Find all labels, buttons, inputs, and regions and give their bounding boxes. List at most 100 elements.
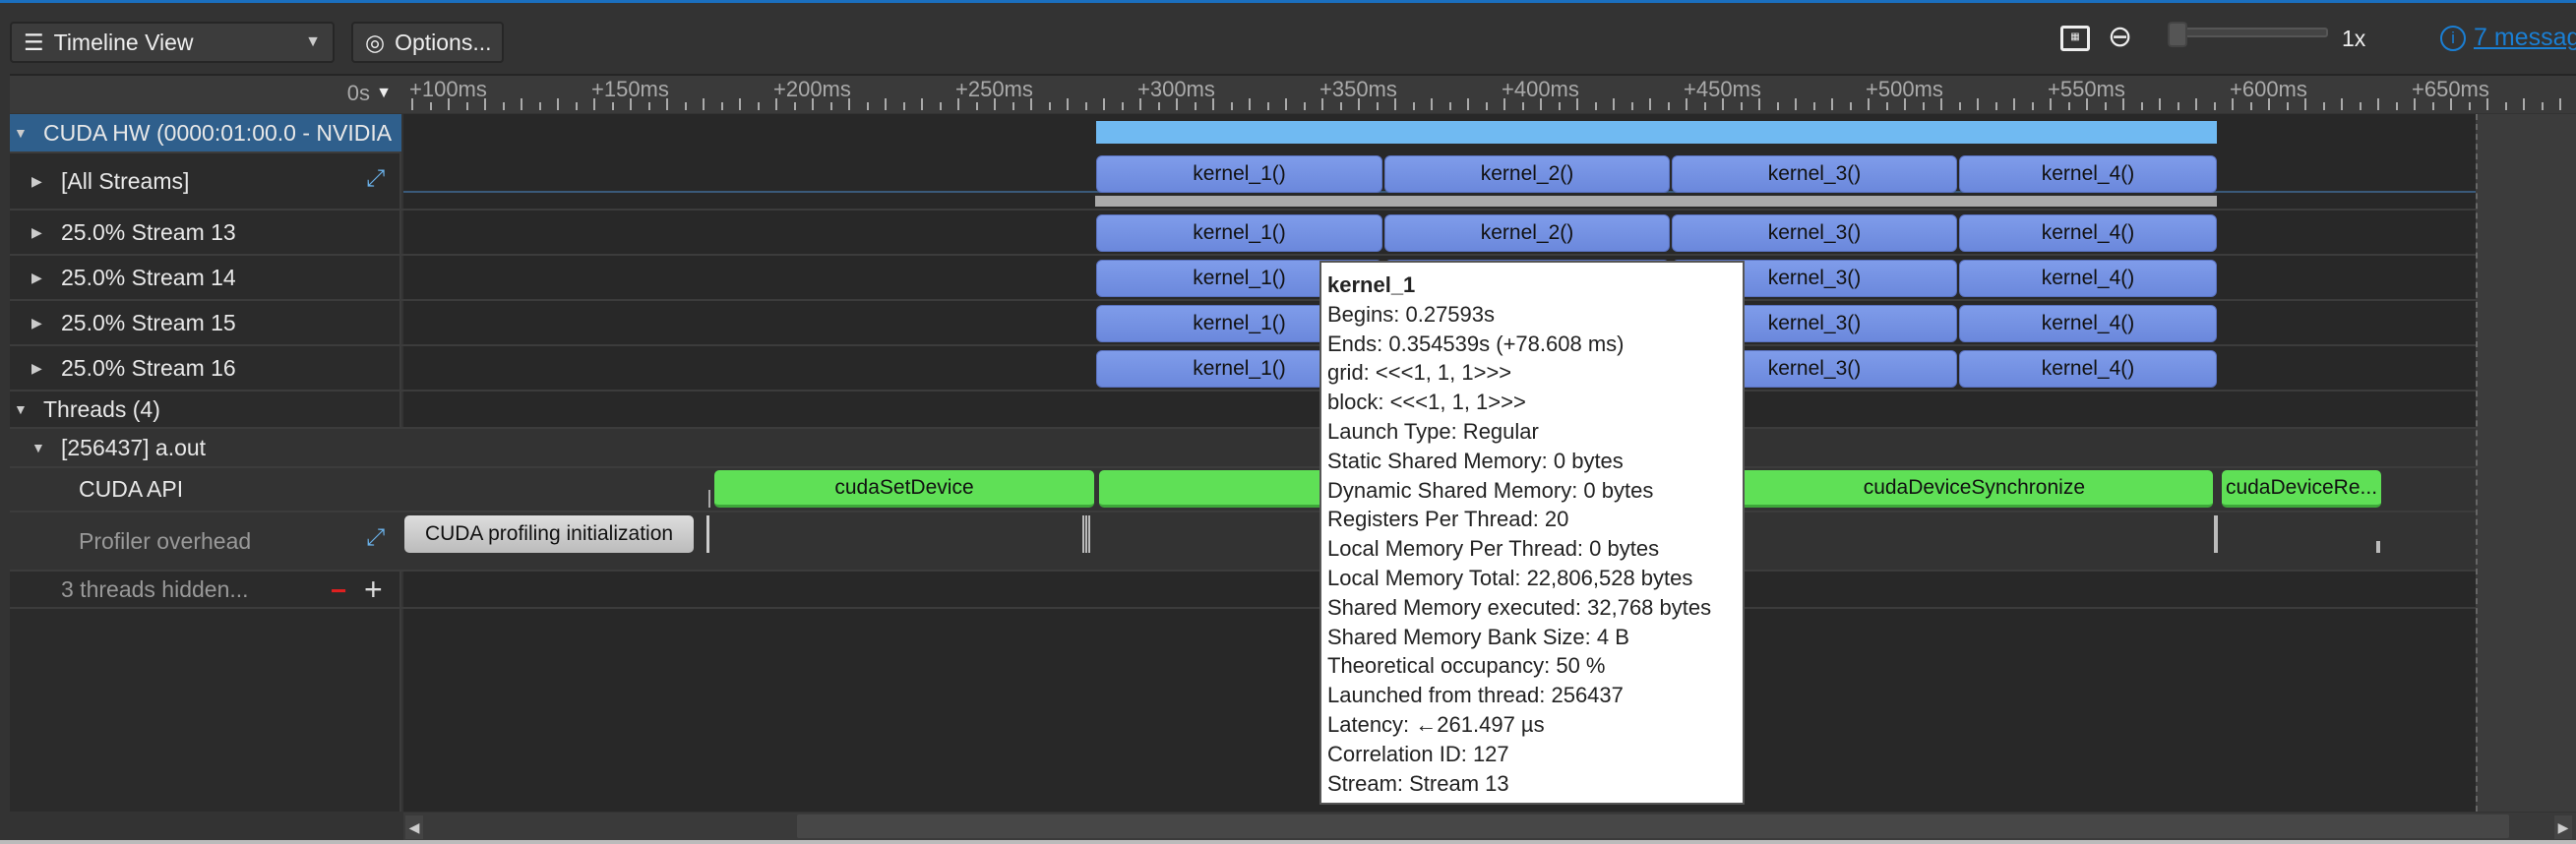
tick-mark bbox=[1940, 98, 1942, 110]
timeline-view-dropdown[interactable]: ☰ Timeline View ▼ bbox=[10, 22, 335, 63]
tick-mark bbox=[885, 98, 887, 110]
hw-activity-bar[interactable] bbox=[1096, 121, 2217, 144]
tick-mark bbox=[1812, 102, 1815, 110]
tick-mark bbox=[630, 98, 632, 110]
tick-mark bbox=[2377, 98, 2379, 110]
row-label: 25.0% Stream 14 bbox=[61, 264, 236, 290]
hide-thread-button[interactable]: − bbox=[331, 575, 347, 606]
view-label: Timeline View bbox=[53, 29, 194, 55]
expand-icon[interactable]: ▶ bbox=[31, 172, 42, 189]
tick-mark bbox=[1321, 98, 1323, 110]
profiler-event-label: CUDA profiling initialization bbox=[424, 522, 674, 545]
kernel-block[interactable]: kernel_2() bbox=[1384, 214, 1670, 252]
row-stream-15[interactable]: ▶25.0% Stream 15 bbox=[10, 301, 2476, 346]
expand-icon[interactable]: ▶ bbox=[31, 359, 42, 376]
tick-mark bbox=[975, 102, 978, 110]
row-stream-14[interactable]: ▶ 25.0% Stream 14 bbox=[10, 256, 2476, 301]
keyboard-icon[interactable]: ▦ bbox=[2060, 26, 2090, 51]
zoom-level: 1x bbox=[2342, 26, 2366, 51]
tick-mark bbox=[2322, 102, 2325, 110]
tick-label: +300ms bbox=[1137, 77, 1215, 101]
tooltip-line: Launched from thread: 256437 bbox=[1327, 683, 1624, 708]
kernel-block[interactable]: kernel_1() bbox=[1096, 214, 1382, 252]
zoom-slider-handle[interactable] bbox=[2168, 22, 2187, 47]
row-process[interactable]: ▼ [256437] a.out bbox=[10, 429, 2476, 468]
row-all-streams[interactable]: ▶[All Streams] ⤢ bbox=[10, 153, 2476, 211]
kernel-block[interactable]: kernel_3() bbox=[1672, 155, 1957, 193]
profiler-event[interactable]: CUDA profiling initialization bbox=[404, 515, 694, 553]
tick-mark bbox=[866, 102, 869, 110]
tick-mark bbox=[1904, 98, 1906, 110]
kernel-block[interactable]: kernel_3() bbox=[1672, 214, 1957, 252]
tick-mark bbox=[557, 98, 559, 110]
zoom-out-icon[interactable]: ⊖ bbox=[2108, 21, 2133, 53]
row-label: [256437] a.out bbox=[61, 434, 207, 460]
api-call-label: cudaDeviceSynchronize bbox=[1863, 475, 2085, 499]
messages-link[interactable]: 7 messages bbox=[2474, 24, 2576, 51]
tick-mark bbox=[1431, 98, 1433, 110]
expand-arrows-icon[interactable]: ⤢ bbox=[366, 524, 386, 551]
tick-mark bbox=[902, 102, 905, 110]
kernel-block[interactable]: kernel_1() bbox=[1096, 155, 1382, 193]
tick-mark bbox=[2450, 98, 2452, 110]
tick-mark bbox=[484, 98, 486, 110]
tooltip-line: block: <<<1, 1, 1>>> bbox=[1327, 390, 1526, 415]
scroll-left-button[interactable]: ◀ bbox=[405, 815, 423, 839]
tick-mark bbox=[2031, 102, 2034, 110]
kernel-block[interactable]: kernel_4() bbox=[1959, 214, 2217, 252]
time-ruler[interactable] bbox=[10, 74, 2576, 113]
time-origin-selector[interactable]: 0s ▼ bbox=[10, 74, 401, 113]
collapse-icon[interactable]: ▼ bbox=[14, 125, 28, 141]
tick-mark bbox=[1412, 102, 1415, 110]
tick-mark bbox=[2050, 98, 2052, 110]
tick-mark bbox=[1758, 98, 1760, 110]
options-button[interactable]: ◎ Options... bbox=[351, 22, 504, 63]
api-call-cudaSetDevice[interactable]: cudaSetDevice bbox=[714, 470, 1094, 508]
eye-icon: ◎ bbox=[365, 29, 386, 55]
all-streams-summary-bar bbox=[1095, 196, 2217, 207]
row-label: 3 threads hidden... bbox=[61, 575, 249, 602]
expand-icon[interactable]: ▶ bbox=[31, 223, 42, 240]
kernel-block[interactable]: kernel_2() bbox=[1384, 155, 1670, 193]
api-call-label: cudaSetDevice bbox=[834, 475, 974, 499]
tick-mark bbox=[2359, 102, 2361, 110]
tick-label: +600ms bbox=[2230, 77, 2307, 101]
scrollbar-thumb[interactable] bbox=[797, 814, 2509, 838]
tick-label: +250ms bbox=[955, 77, 1033, 101]
show-thread-button[interactable]: + bbox=[364, 572, 383, 607]
tooltip-line: grid: <<<1, 1, 1>>> bbox=[1327, 360, 1512, 386]
expand-icon[interactable]: ▶ bbox=[31, 314, 42, 331]
tick-mark bbox=[2086, 98, 2088, 110]
tick-mark bbox=[1649, 98, 1651, 110]
kernel-block[interactable]: kernel_4() bbox=[1959, 155, 2217, 193]
tick-mark bbox=[1485, 102, 1488, 110]
kernel-block[interactable]: kernel_4() bbox=[1959, 305, 2217, 342]
expand-icon[interactable]: ▶ bbox=[31, 269, 42, 285]
tooltip-line: Latency: ←261.497 µs bbox=[1327, 711, 1545, 737]
row-label: CUDA API bbox=[79, 476, 184, 502]
tick-mark bbox=[1394, 98, 1396, 110]
tick-mark bbox=[2159, 98, 2161, 110]
tick-mark bbox=[812, 98, 814, 110]
tick-mark bbox=[1885, 102, 1888, 110]
tick-mark bbox=[2414, 98, 2416, 110]
expand-arrows-icon[interactable]: ⤢ bbox=[366, 165, 386, 192]
kernel-label: kernel_2() bbox=[1480, 162, 1574, 185]
row-cuda-hw[interactable]: ▼CUDA HW (0000:01:00.0 - NVIDIA GeForce bbox=[10, 114, 401, 153]
tick-mark bbox=[2559, 98, 2561, 110]
collapse-icon[interactable]: ▼ bbox=[14, 401, 28, 417]
row-stream-13[interactable]: ▶25.0% Stream 13 bbox=[10, 211, 2476, 256]
zoom-slider[interactable] bbox=[2171, 28, 2328, 37]
kernel-block[interactable]: kernel_4() bbox=[1959, 260, 2217, 297]
tick-mark bbox=[2395, 102, 2398, 110]
kernel-block[interactable]: kernel_4() bbox=[1959, 350, 2217, 388]
row-threads[interactable]: ▼Threads (4) bbox=[10, 392, 2476, 429]
scroll-right-button[interactable]: ▶ bbox=[2554, 815, 2572, 839]
chevron-down-icon: ▼ bbox=[376, 85, 392, 101]
api-call-cudaDeviceReset[interactable]: cudaDeviceRe... bbox=[2222, 470, 2381, 508]
row-profiler-overhead[interactable]: Profiler overhead ⤢ bbox=[10, 512, 2476, 572]
collapse-icon[interactable]: ▼ bbox=[31, 440, 45, 455]
options-label: Options... bbox=[395, 29, 492, 55]
tick-mark bbox=[1230, 102, 1233, 110]
row-stream-16[interactable]: ▶25.0% Stream 16 bbox=[10, 346, 2476, 392]
